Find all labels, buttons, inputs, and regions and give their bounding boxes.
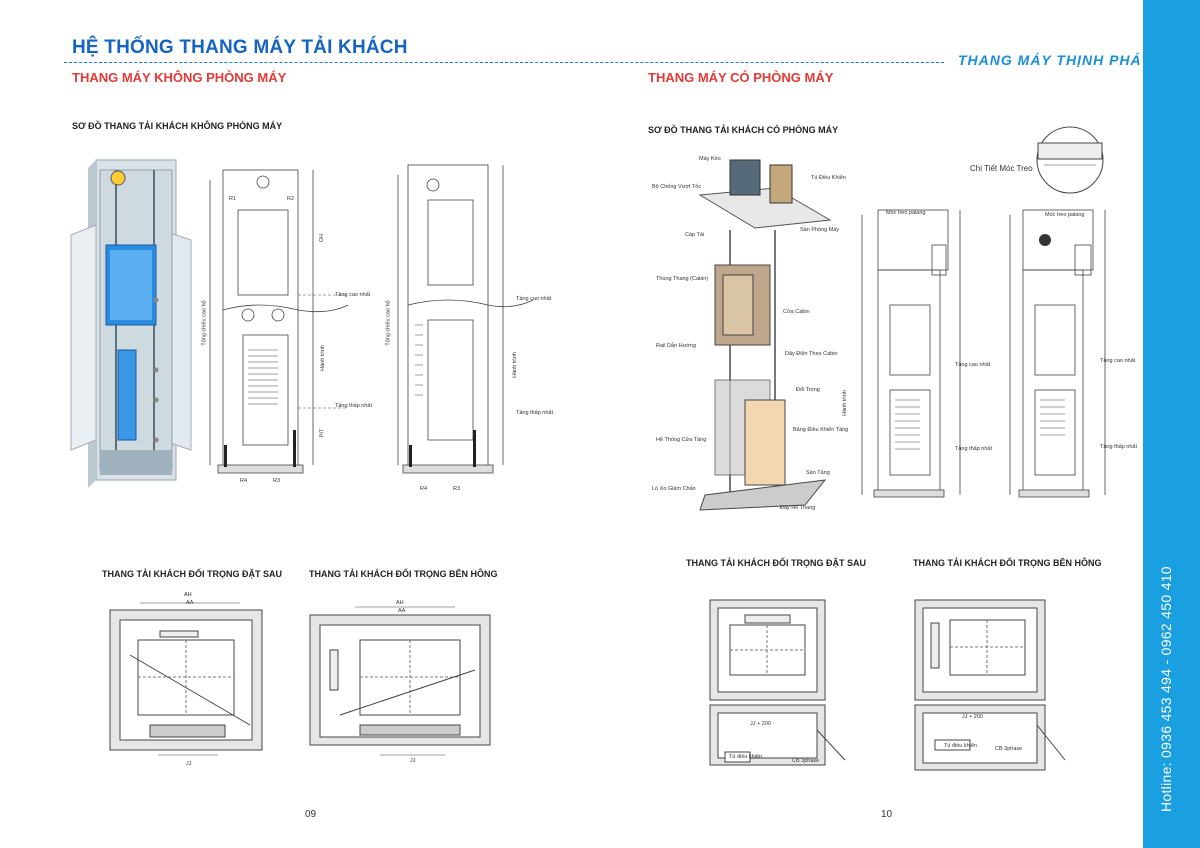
component-landing-door: Hệ Thống Cửa Tầng	[656, 437, 707, 443]
mrl-elevation-side-cwt	[397, 164, 534, 474]
label-bottom-floor-1: Tầng thấp nhất	[335, 403, 373, 409]
component-cabin-door: Cửa Cabin	[783, 309, 810, 315]
right-plan1-title: THANG TẢI KHÁCH ĐỐI TRỌNG ĐẶT SAU	[686, 558, 866, 568]
left-plan2-jj: JJ	[410, 758, 416, 764]
label-pit-1: PIT	[319, 428, 326, 438]
label-bottom-floor-r1: Tầng thấp nhất	[955, 446, 993, 452]
component-landing-floor: Sàn Tầng	[806, 470, 830, 476]
right-plan2-title: THANG TẢI KHÁCH ĐỐI TRỌNG BÊN HÔNG	[913, 558, 1102, 568]
left-plan1-ah: AH	[184, 592, 192, 598]
right-plan-rear-cwt	[709, 599, 846, 766]
left-plan2-aa: AA	[398, 608, 406, 614]
left-diagram-title: SƠ ĐỒ THANG TẢI KHÁCH KHÔNG PHÒNG MÁY	[72, 121, 283, 131]
side-hotline-bar	[1143, 0, 1200, 848]
label-travel-1: Hành trình	[319, 345, 326, 371]
label-travel-r1: Hành trình	[841, 390, 848, 416]
right-plan-side-cwt	[914, 599, 1066, 771]
label-hook-2: Móc treo palang	[1045, 212, 1085, 218]
brand-logo-text: THANG MÁY THỊNH PHÁT	[958, 52, 1152, 68]
right-diagram-title: SƠ ĐỒ THANG TẢI KHÁCH CÓ PHÒNG MÁY	[648, 125, 839, 135]
component-guide-rail: Rail Dẫn Hướng	[656, 343, 696, 349]
page-number-right: 10	[881, 809, 893, 820]
right-plan2-jj: JJ + 200	[962, 714, 983, 720]
component-machine-room-floor: Sàn Phòng Máy	[800, 227, 840, 233]
hook-detail-title: Chi Tiết Móc Treo	[970, 164, 1033, 173]
component-landing-panel: Bảng Điều Khiển Tầng	[793, 427, 849, 433]
component-counterweight: Đối Trọng	[796, 387, 820, 393]
page-number-left: 09	[305, 809, 317, 820]
label-hook-1: Móc treo palang	[886, 210, 926, 216]
component-cable: Cáp Tải	[685, 232, 705, 238]
label-top-floor-1: Tầng cao nhất	[335, 292, 371, 298]
component-buffer: Lò Xo Giảm Chấn	[652, 486, 696, 492]
component-control-cabinet: Tủ Điều Khiển	[811, 175, 846, 181]
left-plan1-aa: AA	[186, 600, 194, 606]
left-plan-rear-cwt	[109, 602, 263, 756]
mrl-elevation-rear-cwt	[209, 169, 349, 474]
right-plan1-cb: CB 3phase	[792, 758, 820, 764]
right-plan1-jj: JJ + 200	[750, 721, 771, 727]
label-total-height-2: Tổng chiều cao hố	[385, 300, 392, 346]
left-plan1-jj: JJ	[186, 761, 192, 767]
component-travelling-cable: Dây Điện Theo Cabin	[785, 351, 838, 357]
component-overspeed-governor: Bộ Chống Vượt Tốc	[652, 184, 702, 190]
page-title: HỆ THỐNG THANG MÁY TẢI KHÁCH	[72, 37, 408, 58]
component-pit: Đáy Hố Thang	[780, 505, 816, 511]
left-plan1-title: THANG TẢI KHÁCH ĐỐI TRỌNG ĐẶT SAU	[102, 569, 282, 579]
machine-room-3d-illustration	[698, 159, 832, 511]
hook-detail-illustration	[1036, 126, 1104, 194]
label-top-floor-2: Tầng cao nhất	[516, 296, 552, 302]
right-plan1-control-cabinet: Tủ điều khiển	[729, 754, 763, 760]
mr-elevation-side-cwt	[1009, 209, 1106, 498]
right-subtitle: THANG MÁY CÓ PHÒNG MÁY	[648, 70, 834, 85]
header-divider	[64, 62, 944, 63]
mr-elevation-rear-cwt	[861, 209, 961, 498]
label-oh-1: OH	[319, 233, 326, 243]
label-bottom-floor-r2: Tầng thấp nhất	[1100, 444, 1138, 450]
label-r3: R3	[273, 478, 281, 484]
mrl-3d-shaft-illustration	[70, 159, 192, 488]
label-r3-2: R3	[453, 486, 461, 492]
right-plan2-control-cabinet: Tủ điều khiển	[944, 743, 978, 749]
label-top-floor-r2: Tầng cao nhất	[1100, 358, 1136, 364]
component-traction-machine: Máy Kéo	[699, 156, 721, 162]
left-plan2-title: THANG TẢI KHÁCH ĐỐI TRỌNG BÊN HÔNG	[309, 569, 498, 579]
right-plan2-cb: CB 3phase	[995, 746, 1023, 752]
component-cabin: Thùng Thang (Cabin)	[656, 276, 709, 282]
label-travel-2: Hành trình	[511, 352, 518, 378]
label-r2: R2	[287, 196, 295, 202]
label-r4: R4	[240, 478, 248, 484]
label-r1: R1	[229, 196, 237, 202]
label-bottom-floor-2: Tầng thấp nhất	[516, 410, 554, 416]
left-subtitle: THANG MÁY KHÔNG PHÒNG MÁY	[72, 70, 287, 85]
left-plan2-ah: AH	[396, 600, 404, 606]
label-top-floor-r1: Tầng cao nhất	[955, 362, 991, 368]
hotline-text: Hotline: 0936 453 494 - 0962 450 410	[1158, 566, 1174, 812]
label-total-height-1: Tổng chiều cao hố	[201, 300, 208, 346]
left-plan-side-cwt	[309, 606, 491, 756]
label-r4-2: R4	[420, 486, 428, 492]
